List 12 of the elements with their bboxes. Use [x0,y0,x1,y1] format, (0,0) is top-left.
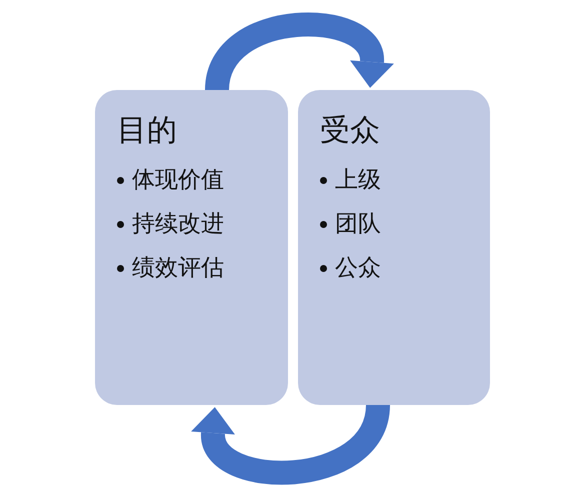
curved-arrow [205,12,394,92]
panel-heading: 受众 [320,112,380,150]
bullet-item: 上级 [335,166,381,195]
content-panel [95,90,288,405]
bullet-item: 体现价值 [132,166,224,195]
bullet-item: 公众 [335,254,381,283]
bullet-item: 团队 [335,210,381,239]
bullet-item: 持续改进 [132,210,224,239]
bullet-item: 绩效评估 [132,254,224,283]
curved-arrow [191,403,390,485]
content-panel [298,90,490,405]
panel-heading: 目的 [117,112,177,150]
